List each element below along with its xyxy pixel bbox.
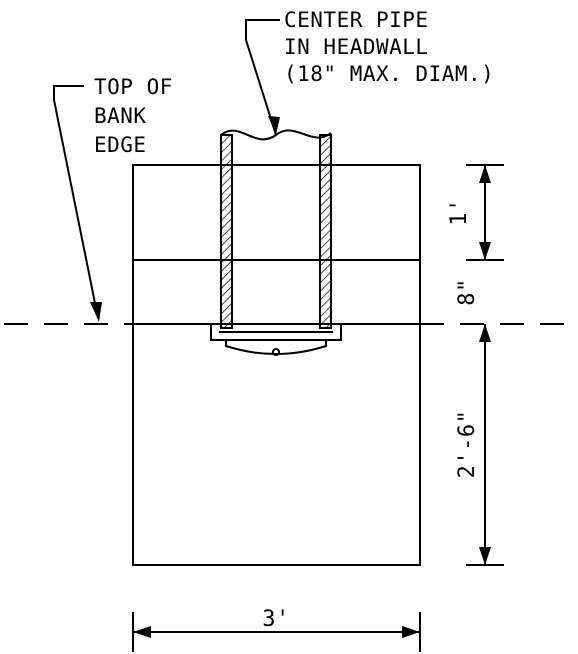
pipe-wall-left xyxy=(220,134,233,329)
top-of-bank-label-line-2: BANK xyxy=(94,104,147,128)
top-of-bank-label-line-1: TOP OF xyxy=(94,75,173,99)
pipe-flange xyxy=(210,323,342,356)
pipe-wall-right xyxy=(319,134,332,329)
dimension-bottom-section: 2'-6" xyxy=(455,410,480,479)
dimension-width: 3' xyxy=(262,607,290,632)
center-pipe-label: CENTER PIPE IN HEADWALL (18" MAX. DIAM.) xyxy=(284,8,494,86)
top-of-bank-leader xyxy=(53,85,99,319)
center-pipe-label-line-1: CENTER PIPE xyxy=(284,8,429,32)
dimension-top-section: 1' xyxy=(447,198,472,226)
headwall-outline xyxy=(132,164,421,566)
center-pipe-label-line-3: (18" MAX. DIAM.) xyxy=(284,62,494,86)
top-of-bank-label: TOP OF BANK EDGE xyxy=(94,75,173,157)
center-pipe-label-line-2: IN HEADWALL xyxy=(284,35,429,59)
vertical-dimension-arrows xyxy=(479,165,491,565)
headwall xyxy=(132,164,421,566)
top-of-bank-label-line-3: EDGE xyxy=(94,133,147,157)
top-of-bank-leader-arrow xyxy=(90,302,102,322)
center-pipe xyxy=(220,129,332,329)
center-pipe-leader xyxy=(245,19,280,136)
horizontal-dimension-arrows xyxy=(133,626,420,638)
dimension-middle-section: 8" xyxy=(455,278,480,306)
center-pipe-leader-arrow xyxy=(268,116,280,135)
